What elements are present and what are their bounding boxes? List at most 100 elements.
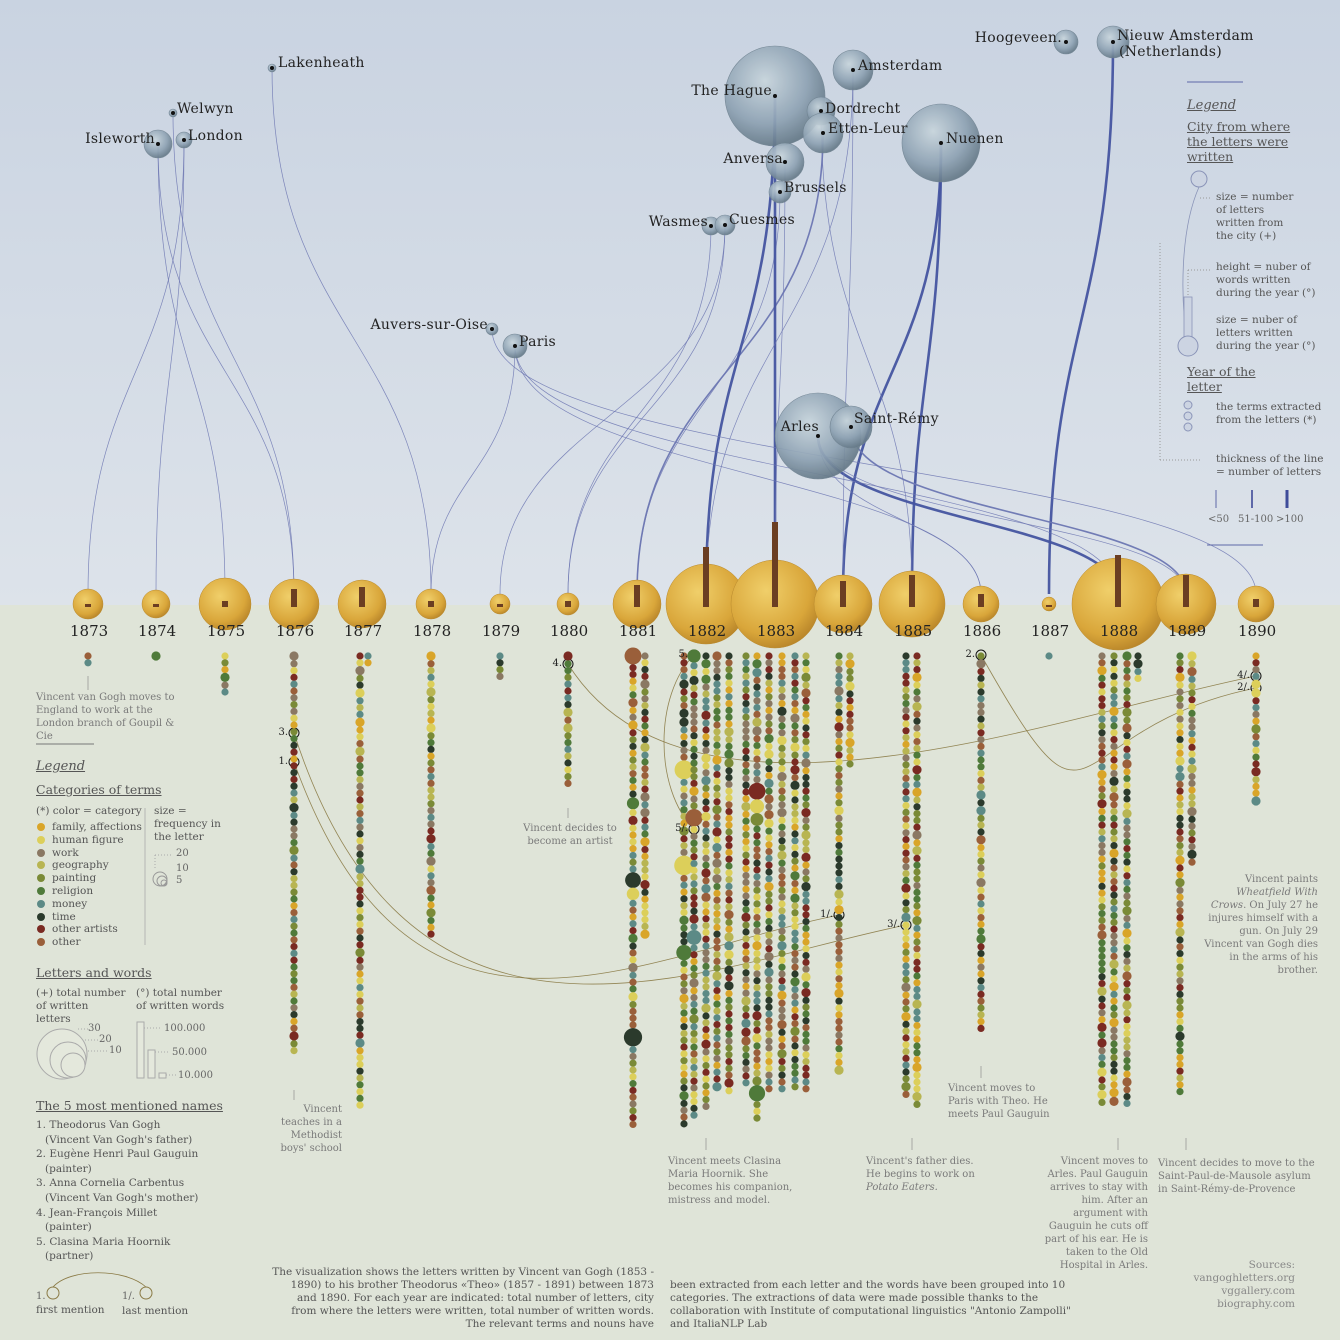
term-dot [690,1029,698,1038]
note-1880: Vincent decides to become an artist [523,823,617,847]
term-dot [834,1065,844,1075]
term-dot [702,784,710,793]
term-dot [802,965,810,973]
term-dot [912,916,922,926]
term-dot [765,727,773,735]
term-dot [356,1031,364,1039]
term-dot [835,882,843,891]
term-dot [1187,651,1197,661]
term-dot [629,920,637,928]
term-dot [702,683,710,691]
term-dot [912,702,922,712]
term-dot [742,928,750,936]
term-dot [753,832,761,840]
term-dot [835,848,843,857]
term-dot [290,755,298,763]
term-dot [778,1042,786,1050]
term-dot [680,931,688,939]
term-dot [724,981,734,991]
term-dot [629,1100,637,1108]
term-dot [1109,982,1119,992]
term-dot [913,796,921,804]
term-dot [426,687,436,697]
term-dot [427,759,435,767]
term-dot [835,1045,843,1053]
term-dot [1176,977,1184,985]
term-dot [1176,801,1184,809]
term-dot [629,729,637,737]
category-swatch-0 [37,823,45,831]
term-dot [1098,952,1106,961]
term-dot [753,762,761,770]
right-legend-title: Legend [1187,98,1237,113]
term-dot [640,929,650,939]
term-dot [1098,695,1106,703]
term-dot [753,859,761,867]
year-label-1882: 1882 [688,622,727,640]
term-dot [902,876,910,885]
term-dot [902,706,910,715]
term-dot [1098,756,1106,764]
mentioned-name-0: 1. Theodorus Van Gogh [36,1119,161,1131]
term-dot [1045,652,1053,660]
term-dot [690,866,698,875]
source-1[interactable]: vangoghletters.org [1193,1272,1295,1284]
source-2[interactable]: vggallery.com [1221,1285,1295,1297]
term-dot [713,694,721,702]
term-dot [702,1032,710,1040]
term-dot [356,990,364,999]
term-dot [1110,785,1118,793]
letter-link-8 [567,225,712,595]
term-dot [290,741,298,750]
term-dot [742,892,750,900]
term-dot [765,772,773,780]
term-dot [1098,869,1106,877]
term-dot [742,824,750,832]
term-dot [1176,1004,1184,1012]
term-dot [641,688,649,696]
term-dot [679,993,689,1004]
term-dot [713,930,721,938]
term-dot [702,704,710,712]
term-dot [1176,1067,1184,1075]
term-dot [702,652,710,660]
term-dot [629,776,637,785]
term-dot [1123,824,1131,832]
term-dot [629,1014,637,1022]
term-dot [564,773,572,781]
term-dot [835,695,843,703]
city-label-11: Anversa [723,151,783,167]
term-dot [846,674,854,683]
term-dot [1176,666,1184,674]
term-dot [742,899,750,907]
term-dot [913,731,921,739]
term-dot [1252,776,1260,784]
term-dot [902,768,910,776]
term-dot [1123,892,1131,900]
term-dot [702,901,710,909]
term-dot [624,647,642,665]
term-dot [712,805,722,815]
term-dot [913,758,921,766]
term-dot [702,668,710,676]
term-dot [713,660,721,668]
right-legend-size-city: size = number of letters written from th… [1216,191,1294,242]
term-dot [777,706,787,717]
term-dot [1123,879,1131,887]
term-dot [1123,694,1131,702]
term-dot [977,702,985,710]
term-dot [496,672,504,681]
term-dot [753,1042,761,1050]
term-dot [1123,885,1131,894]
term-dot [702,861,710,869]
term-dot [1098,939,1106,947]
term-dot [1109,776,1119,787]
term-dot [364,652,372,660]
term-dot [902,962,910,970]
city-dot-3 [182,138,186,142]
term-dot [724,1078,734,1088]
source-3[interactable]: biography.com [1217,1298,1295,1310]
term-dot [1098,980,1106,988]
term-dot [679,717,689,727]
